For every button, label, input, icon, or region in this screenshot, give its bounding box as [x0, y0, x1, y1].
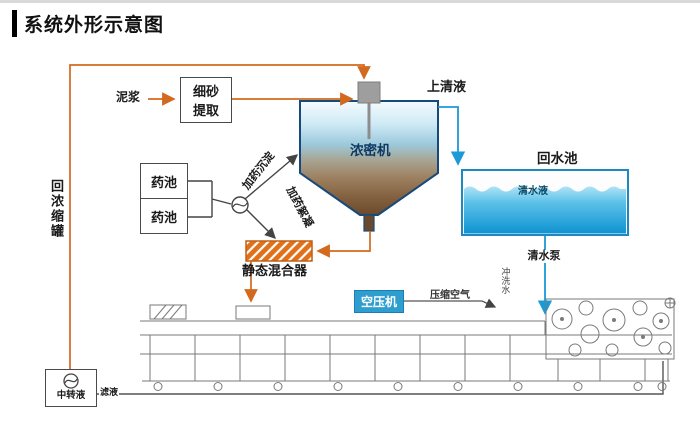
air-line	[404, 298, 497, 308]
static-mixer-body	[245, 240, 313, 262]
pump-icon	[231, 196, 249, 214]
title-text: 系统外形示意图	[12, 10, 164, 37]
return-to-thickener-label: 回浓缩罐	[48, 179, 64, 239]
chemical-pool-box-1: 药池	[140, 163, 188, 199]
filtrate-lines	[97, 361, 664, 395]
page-title: 系统外形示意图	[12, 10, 164, 37]
clear-water-pump-label: 清水泵	[521, 250, 567, 263]
supernatant-label: 上清液	[427, 79, 467, 94]
compressed-air-label: 压缩空气	[430, 290, 470, 301]
chemical-pool-box-2: 药池	[140, 198, 188, 234]
flush-water-label: 冲洗水	[500, 267, 511, 294]
water-lines	[438, 106, 553, 315]
thickener-label: 浓密机	[350, 143, 391, 158]
mud-label: 泥浆	[116, 90, 141, 104]
thickener-tank	[299, 100, 439, 232]
filtrate-label: 滤液	[99, 387, 120, 398]
return-water-pool-label: 回水池	[537, 151, 578, 166]
belt-filter-press	[140, 297, 676, 391]
dosing-sedimentation-label: 加药沉淀	[240, 150, 278, 193]
diagram-artwork	[63, 64, 676, 395]
transfer-liquid-label: 中转液	[56, 390, 86, 401]
clear-water-label: 清水液	[518, 186, 548, 197]
motor-icon	[357, 81, 381, 139]
chemical-lines	[188, 154, 299, 239]
return-water-pool	[461, 169, 629, 236]
dosing-flocculation-label: 加药絮凝	[283, 184, 315, 230]
static-mixer-label: 静态混合器	[242, 263, 308, 278]
air-compressor-box: 空压机	[354, 290, 404, 313]
fine-sand-extraction-box: 细砂提取	[180, 77, 232, 123]
